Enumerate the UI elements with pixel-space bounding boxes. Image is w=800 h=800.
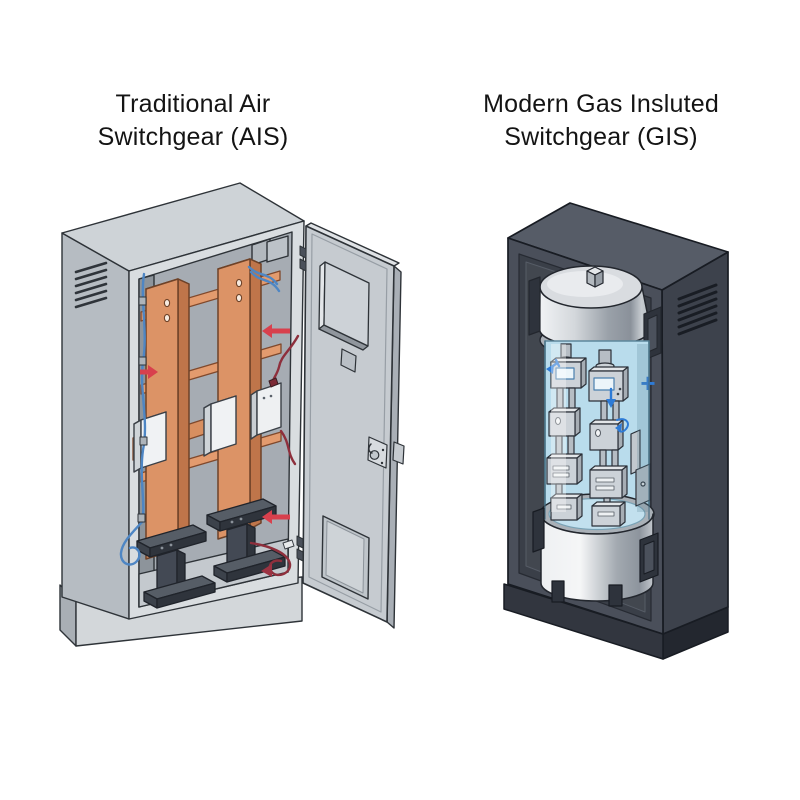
ais-vent-louvers: [74, 261, 108, 309]
gis-illustration: +: [503, 202, 729, 660]
gis-blue-symbols: +: [546, 358, 656, 433]
ais-title-line2: Switchgear (AIS): [97, 123, 289, 151]
gis-glass-highlight: [551, 344, 648, 512]
gis-tank-leg: [551, 580, 565, 603]
gis-title: Modern Gas Insluted Switchgear (GIS): [451, 88, 751, 154]
gis-dome-fitting: [586, 266, 604, 288]
ais-door-raised-panel: [318, 261, 370, 351]
red-arrow-left-icon: [262, 510, 290, 524]
ais-door-recessed-panel: [321, 515, 370, 600]
ais-support-stands: [136, 498, 286, 609]
ais-cabinet-door: [296, 222, 405, 629]
gis-tank-leg: [608, 584, 623, 607]
ais-wire-clips: [137, 296, 148, 523]
ais-red-arrows: [140, 324, 290, 524]
plus-symbol: +: [640, 368, 655, 398]
ais-insulator-blocks: [133, 382, 282, 473]
gis-breaker-modules: [546, 343, 651, 527]
ais-door-handle: [367, 436, 405, 469]
ais-door-hinges: [296, 245, 307, 562]
ais-control-wire-blue: [119, 265, 281, 566]
gis-tank-dome: [528, 265, 662, 361]
ais-illustration: [59, 182, 405, 647]
gis-title-line2: Switchgear (GIS): [504, 123, 698, 151]
gis-title-line1: Modern Gas Insluted: [483, 90, 719, 118]
gis-mount-bracket: [532, 507, 545, 553]
ais-door-small-plate: [340, 348, 357, 373]
red-arrow-right-icon: [140, 365, 158, 379]
ais-wire-arrowhead: [261, 564, 272, 577]
gis-tank-drum: [532, 507, 659, 607]
ais-title: Traditional Air Switchgear (AIS): [43, 88, 343, 154]
gis-vent-louvers: [677, 283, 718, 336]
red-arrow-left-icon: [262, 324, 290, 338]
gis-mount-bracket: [528, 276, 541, 336]
ais-title-line1: Traditional Air: [115, 90, 271, 118]
